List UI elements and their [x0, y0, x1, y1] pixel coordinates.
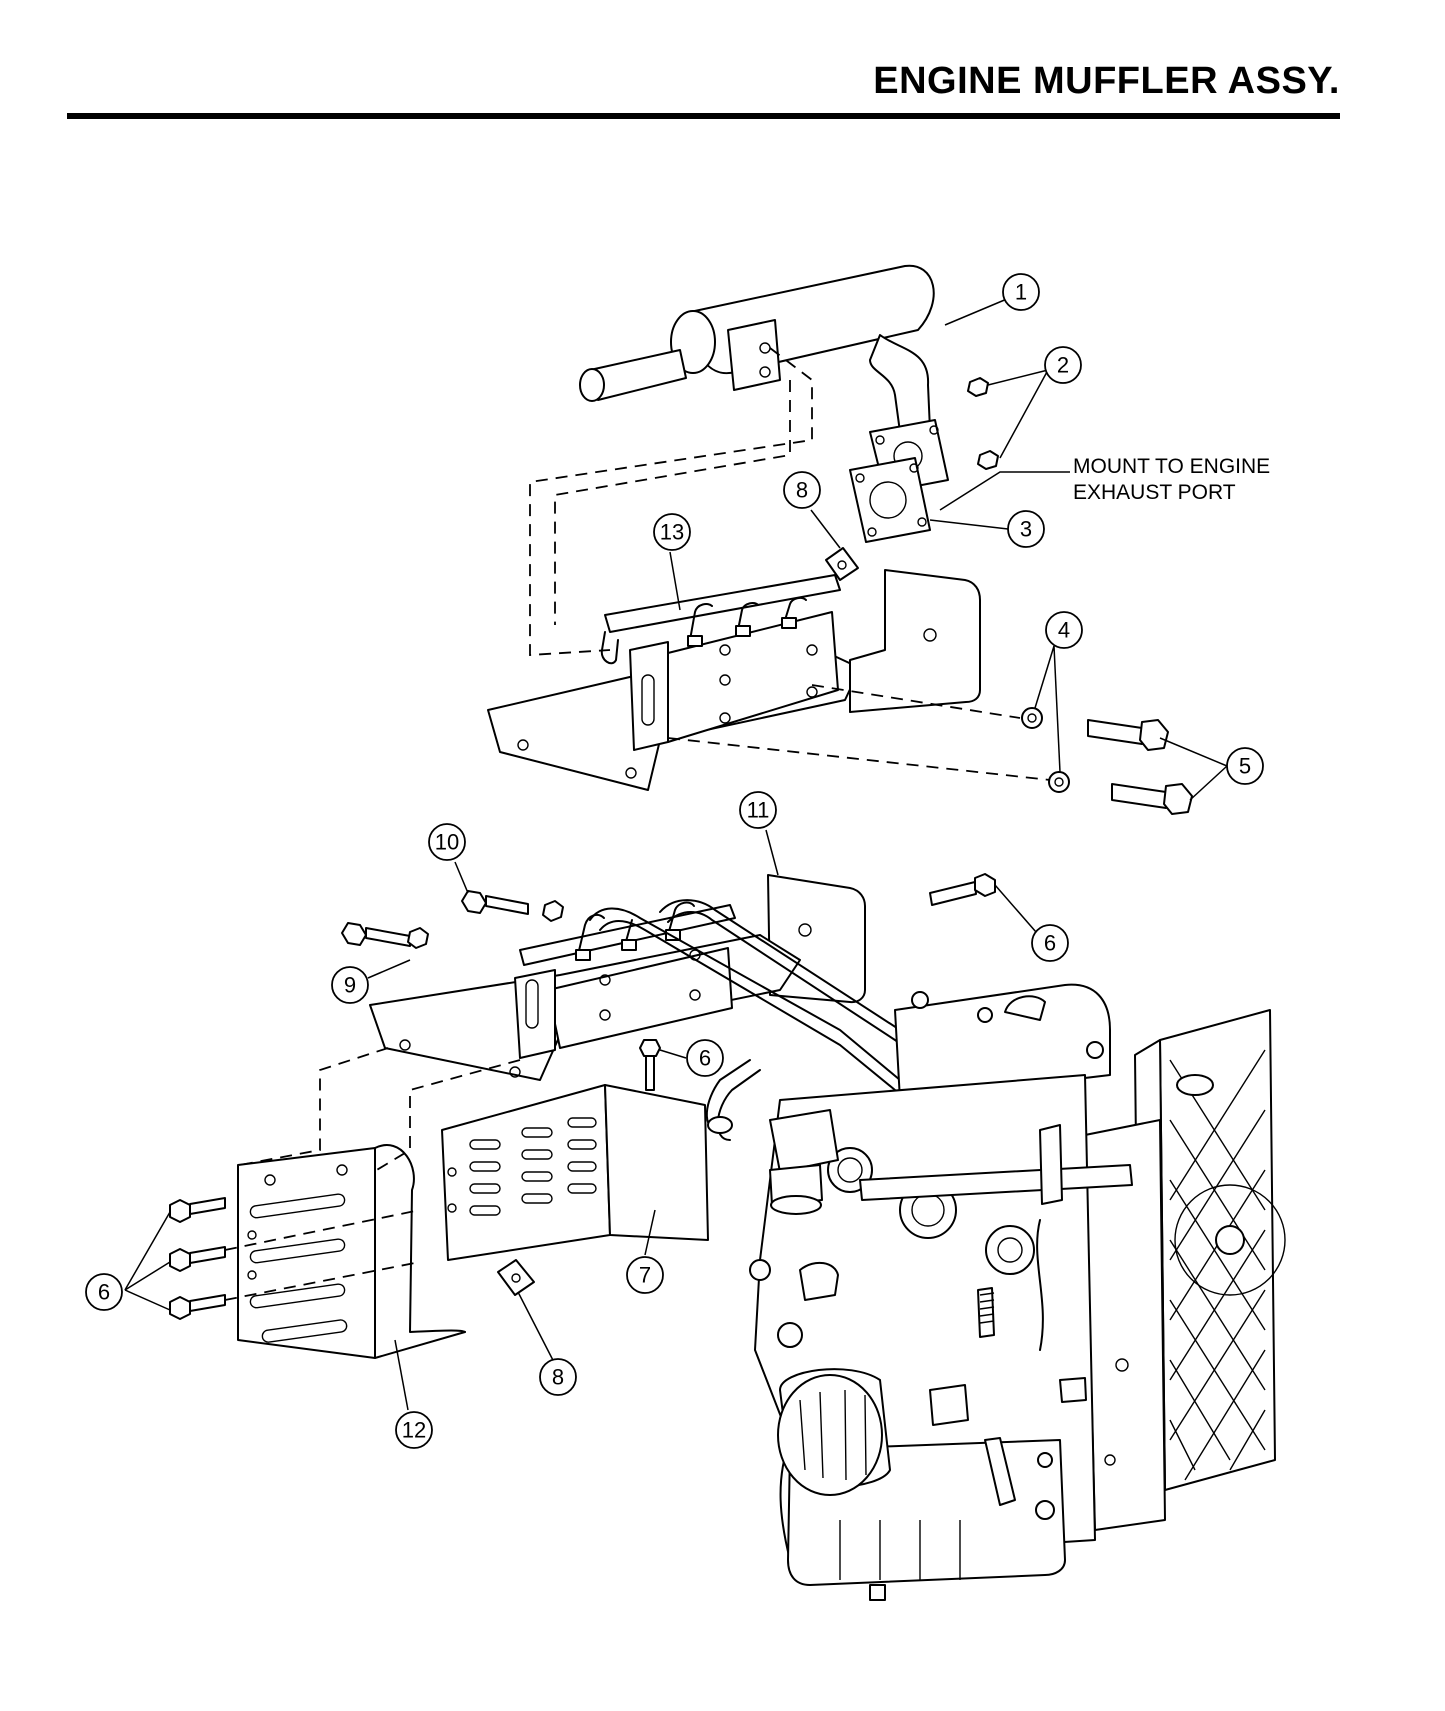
svg-text:8: 8: [796, 478, 808, 503]
callout-3: 3: [1007, 510, 1045, 548]
callout-12: 12: [395, 1411, 433, 1449]
svg-text:2: 2: [1057, 353, 1069, 378]
svg-text:6: 6: [1044, 931, 1056, 956]
svg-text:9: 9: [344, 973, 356, 998]
callout-10: 10: [428, 823, 466, 861]
callout-1: 1: [1002, 273, 1040, 311]
callout-11: 11: [739, 791, 777, 829]
note-line-1: MOUNT TO ENGINE: [1073, 455, 1270, 478]
hex-bolts-upper: [1087, 719, 1193, 815]
callout-8-upper: 8: [783, 471, 821, 509]
title-rule: [67, 113, 1340, 119]
svg-text:6: 6: [699, 1046, 711, 1071]
callout-8-lower: 8: [539, 1358, 577, 1396]
muffler: [579, 264, 935, 433]
callout-6-left: 6: [85, 1273, 123, 1311]
upper-bracket: [487, 569, 981, 791]
mount-note: MOUNT TO ENGINE EXHAUST PORT: [939, 455, 1270, 511]
callout-7: 7: [626, 1256, 664, 1294]
engine: [705, 983, 1286, 1601]
svg-text:1: 1: [1015, 280, 1027, 305]
svg-text:11: 11: [747, 798, 770, 823]
svg-text:10: 10: [435, 830, 459, 855]
lower-bracket: [369, 874, 976, 1096]
hex-bolts-left: [169, 1197, 226, 1320]
speed-nut-lower: [497, 1259, 535, 1296]
callout-9: 9: [331, 966, 369, 1004]
callout-4: 4: [1045, 611, 1083, 649]
svg-text:12: 12: [402, 1418, 426, 1443]
note-line-2: EXHAUST PORT: [1073, 481, 1236, 504]
page-title: ENGINE MUFFLER ASSY.: [873, 60, 1340, 102]
svg-text:3: 3: [1020, 517, 1032, 542]
front-shield: [237, 1144, 466, 1359]
callout-5: 5: [1226, 747, 1264, 785]
svg-text:13: 13: [660, 520, 684, 545]
svg-text:5: 5: [1239, 754, 1251, 779]
svg-text:8: 8: [552, 1365, 564, 1390]
callout-6-upper: 6: [1031, 924, 1069, 962]
lower-hardware: [341, 873, 996, 1091]
callout-6-middle: 6: [686, 1039, 724, 1077]
svg-text:6: 6: [98, 1280, 110, 1305]
exhaust-flange: [849, 377, 999, 543]
speed-nut-upper: [825, 547, 859, 581]
leader-lines: [124, 295, 1228, 1411]
callout-2: 2: [1044, 346, 1082, 384]
star-washers: [1021, 707, 1070, 793]
svg-text:4: 4: [1058, 618, 1070, 643]
callout-13: 13: [653, 513, 691, 551]
heat-shield: [441, 1084, 709, 1261]
svg-text:7: 7: [639, 1263, 651, 1288]
